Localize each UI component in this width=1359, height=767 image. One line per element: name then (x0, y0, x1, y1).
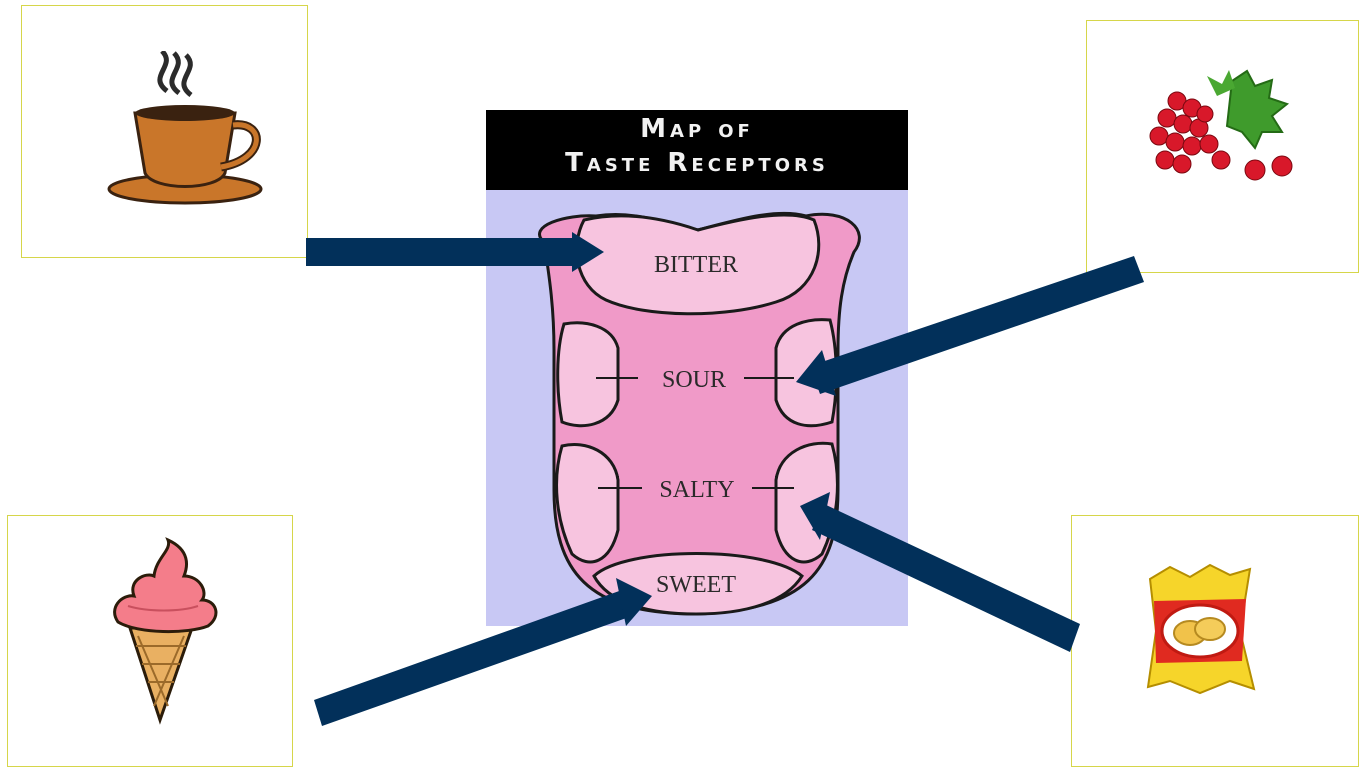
arrow-berries-to-sour (796, 256, 1144, 396)
arrow-chips-to-salty (800, 492, 1080, 652)
arrow-icecream-to-sweet (314, 578, 652, 726)
arrow-coffee-to-bitter (306, 232, 604, 272)
